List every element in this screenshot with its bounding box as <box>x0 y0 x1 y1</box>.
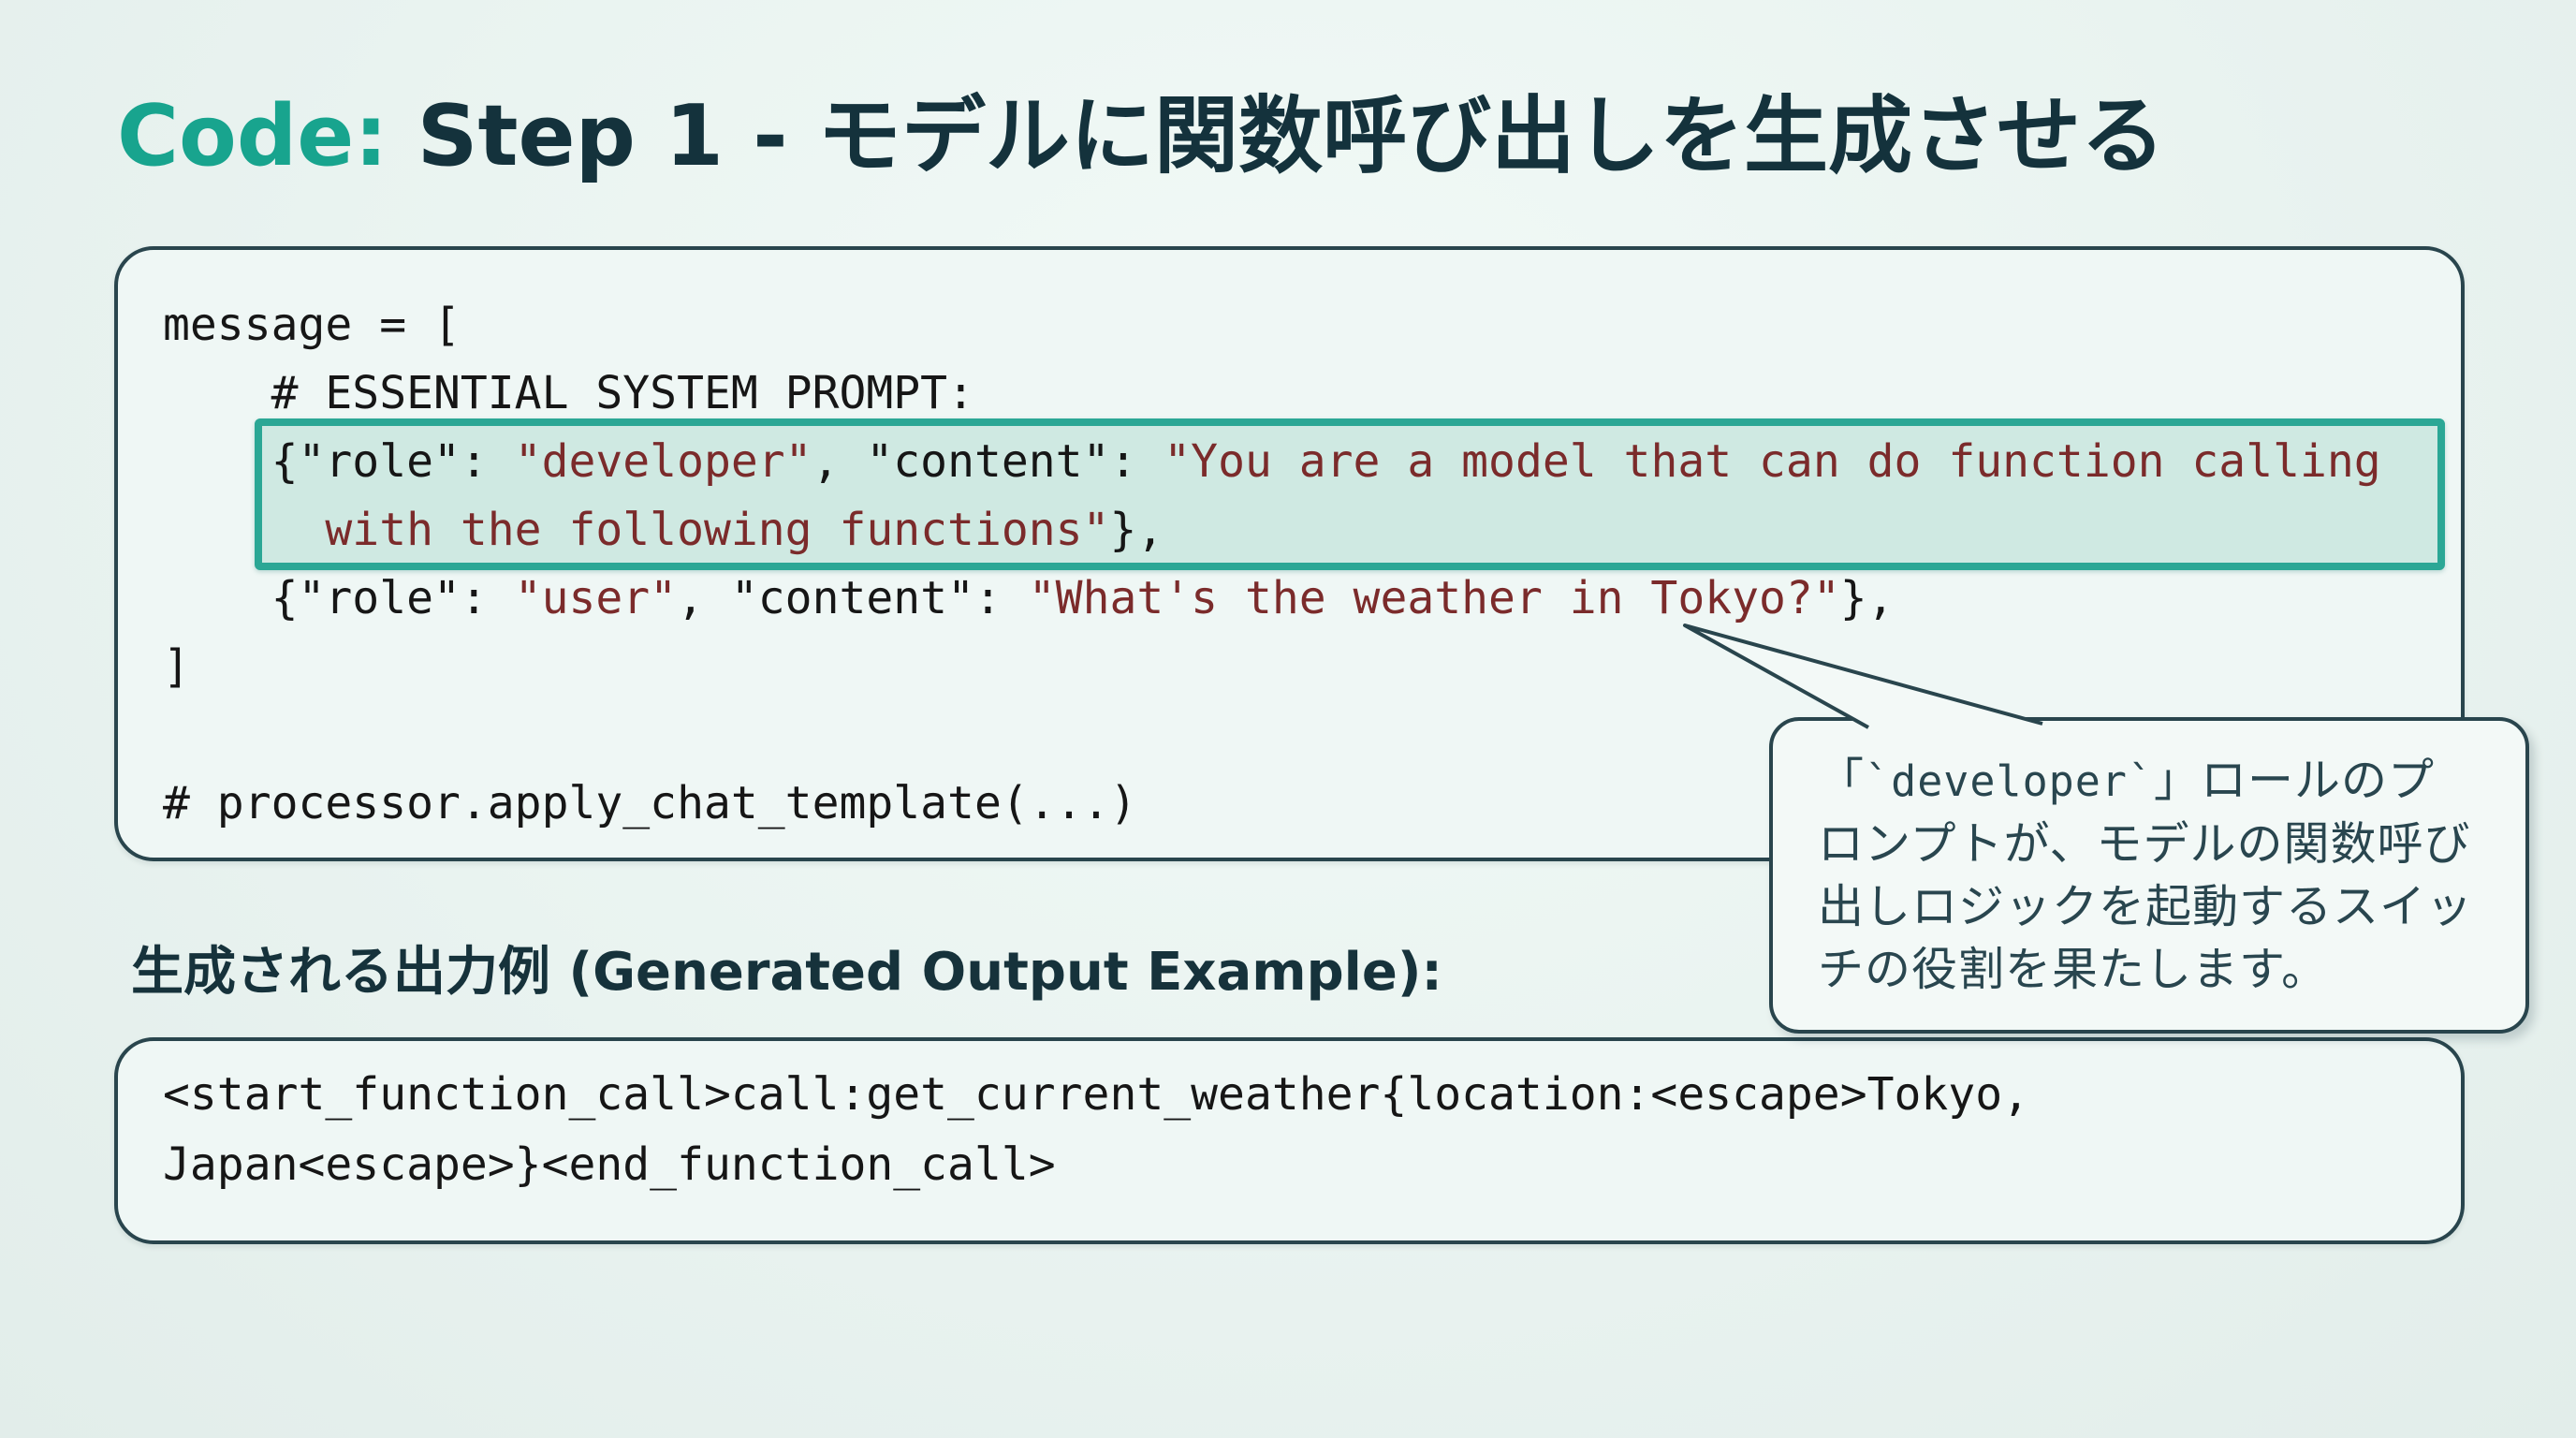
code-line: {"role": "user", "content": "What's the … <box>163 572 1895 624</box>
code-line: with the following functions"}, <box>325 504 1164 556</box>
title-code-label: Code: <box>117 87 388 185</box>
message-code-box: message = [ # ESSENTIAL SYSTEM PROMPT: {… <box>114 246 2465 861</box>
output-line: Japan<escape>}<end_function_call> <box>163 1138 1056 1191</box>
callout-developer-token: `developer` <box>1865 756 2155 806</box>
code-line: message = [ <box>163 299 461 351</box>
code-line: # processor.apply_chat_template(...) <box>163 777 1137 829</box>
slide-title: Code: Step 1 - モデルに関数呼び出しを生成させる <box>117 67 2165 189</box>
code-line: {"role": "developer", "content": "You ar… <box>163 435 2381 488</box>
output-code-box: <start_function_call>call:get_current_we… <box>114 1037 2465 1244</box>
code-lines: message = [ # ESSENTIAL SYSTEM PROMPT: {… <box>118 250 2461 838</box>
code-line: # ESSENTIAL SYSTEM PROMPT: <box>163 367 974 419</box>
code-line: ] <box>163 640 190 693</box>
developer-prompt-highlight-box <box>255 418 2445 570</box>
title-step-text: Step 1 - モデルに関数呼び出しを生成させる <box>388 87 2165 185</box>
callout-tail-pointer <box>1683 624 2043 729</box>
callout-text: 」ロールのプロンプトが、モデルの関数呼び出しロジックを起動するスイッチの役割を果… <box>1818 754 2474 996</box>
callout-bubble: 「`developer`」ロールのプロンプトが、モデルの関数呼び出しロジックを起… <box>1769 717 2529 1034</box>
callout-bracket-open: 「 <box>1818 754 1866 807</box>
output-lines: <start_function_call>call:get_current_we… <box>118 1041 2461 1200</box>
output-heading: 生成される出力例 (Generated Output Example): <box>131 942 1442 1003</box>
output-line: <start_function_call>call:get_current_we… <box>163 1068 2029 1121</box>
